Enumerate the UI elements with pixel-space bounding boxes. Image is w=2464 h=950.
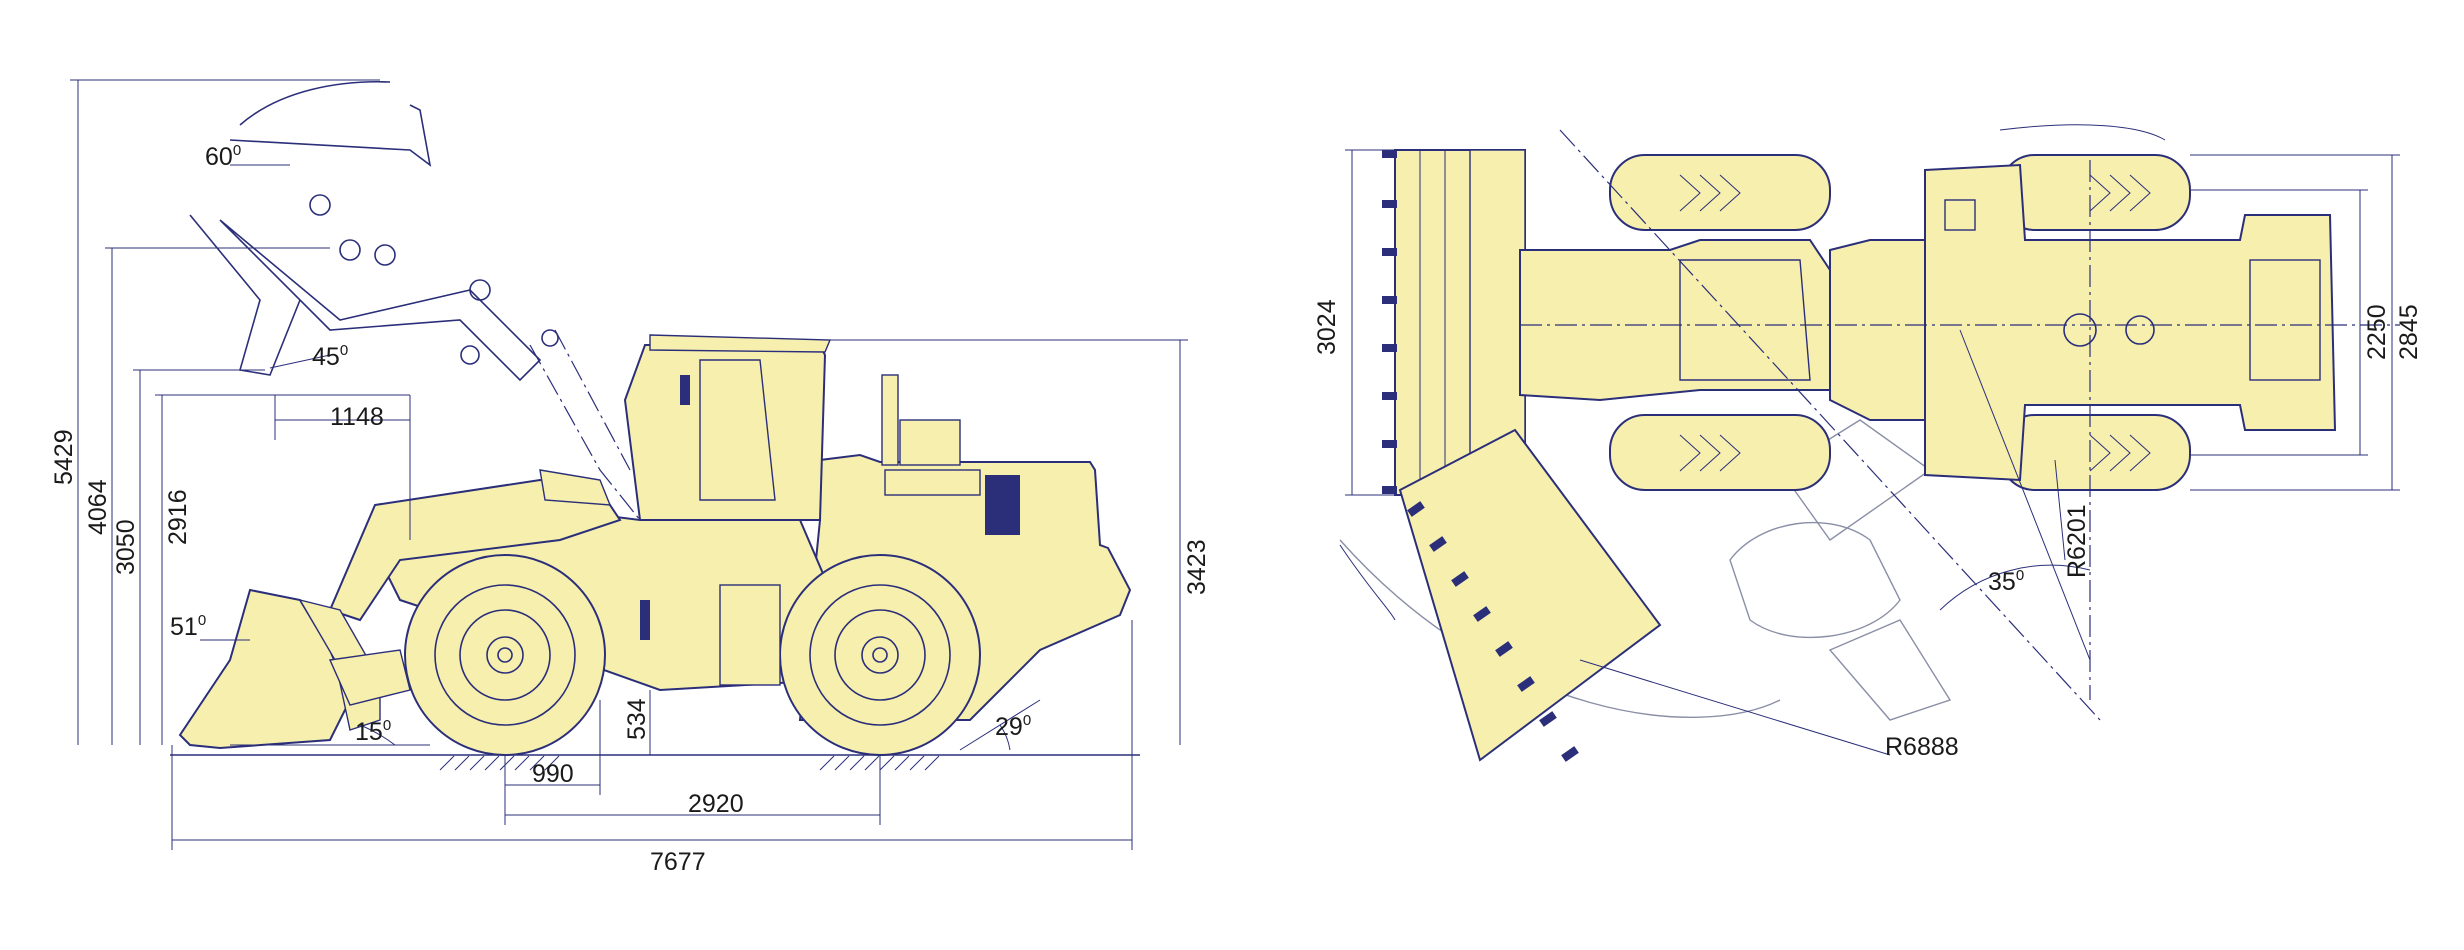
dim-2845: 2845 — [2395, 304, 2423, 360]
dim-2916: 2916 — [164, 489, 192, 545]
dim-3423: 3423 — [1183, 539, 1211, 595]
ground-hatch — [439, 755, 940, 771]
logo-badge — [884, 469, 981, 496]
dim-r6888: R6888 — [1885, 733, 1959, 761]
dim-1148: 1148 — [330, 403, 384, 431]
side-view: 600 450 510 150 290 5429 4064 3050 2916 … — [50, 79, 1211, 876]
air-cleaner — [899, 419, 961, 466]
dim-3024: 3024 — [1313, 299, 1341, 355]
top-dimension-lines — [1345, 149, 2400, 756]
angle-60-label: 600 — [205, 142, 241, 171]
angle-45-label: 450 — [312, 342, 348, 371]
dim-3050: 3050 — [112, 519, 140, 575]
radiator — [2249, 259, 2321, 381]
angle-51-label: 510 — [170, 612, 206, 641]
top-rear-body — [1924, 163, 2337, 482]
dim-4064: 4064 — [84, 479, 112, 535]
raised-boom-outline — [189, 80, 641, 521]
turned-bucket-teeth — [1407, 501, 1579, 762]
top-rear-tires — [1999, 154, 2191, 491]
angle-35-label: 350 — [1988, 567, 2024, 596]
dim-r6201: R6201 — [2063, 504, 2091, 578]
grille-icon — [985, 475, 1020, 535]
cab — [623, 334, 832, 521]
light-icon — [640, 600, 650, 640]
step-ladder — [719, 584, 781, 686]
side-dimension-labels: 600 450 510 150 290 5429 4064 3050 2916 … — [50, 142, 1211, 876]
angle-29-label: 290 — [995, 712, 1031, 741]
top-view: 3024 2250 2845 R6201 R6888 350 — [1313, 124, 2423, 762]
exhaust-pipe — [881, 374, 899, 466]
top-bucket-turned — [1398, 428, 1662, 762]
top-front-tires — [1609, 154, 1831, 491]
dim-7677: 7677 — [650, 848, 706, 876]
rear-wheel — [779, 554, 981, 756]
side-dimension-lines — [70, 79, 1188, 850]
dim-534: 534 — [623, 698, 651, 740]
angle-15-label: 150 — [355, 717, 391, 746]
mirror-icon — [680, 375, 690, 405]
dim-2250: 2250 — [2363, 304, 2391, 360]
top-bucket — [1382, 149, 1526, 496]
front-wheel — [404, 554, 606, 756]
top-box — [1944, 199, 1976, 231]
dim-2920: 2920 — [688, 790, 744, 818]
top-dimension-labels: 3024 2250 2845 R6201 R6888 350 — [1313, 299, 2423, 761]
dim-990: 990 — [532, 760, 574, 788]
dim-5429: 5429 — [50, 429, 78, 485]
